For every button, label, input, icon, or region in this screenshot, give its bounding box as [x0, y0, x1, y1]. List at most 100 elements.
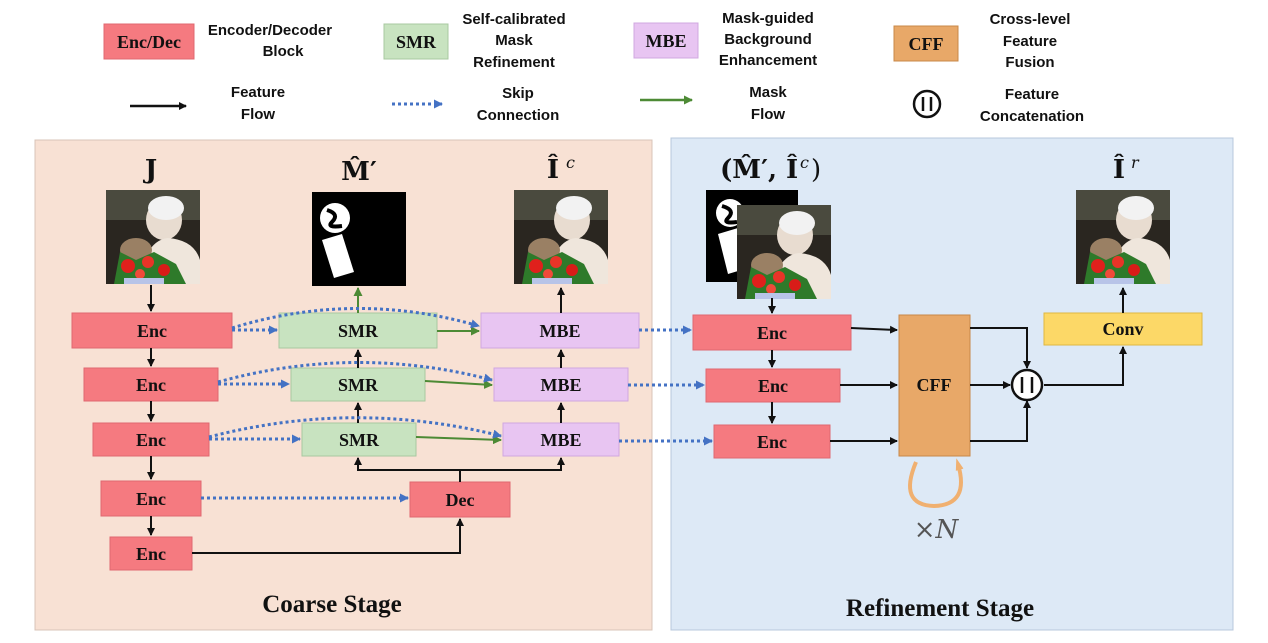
coarse-enc-5: Enc — [109, 536, 193, 571]
refine-enc-3: Enc — [713, 424, 831, 459]
legend-cff-box-label: CFF — [909, 34, 944, 54]
concat-icon — [912, 89, 942, 119]
refinement-stage-title: Refinement Stage — [846, 595, 1034, 622]
legend-cff-line2: Feature — [1003, 33, 1057, 50]
smr-block-3: SMR — [301, 422, 417, 457]
label-pair-close: ) — [811, 155, 821, 185]
legend-smr-swatch — [383, 23, 449, 60]
coarse-enc-2: Enc — [83, 367, 219, 402]
arrow-cff-concat-bottom — [970, 400, 1031, 442]
coarse-stage-title: Coarse Stage — [262, 591, 402, 618]
arrow-enc5-dec — [192, 518, 464, 554]
arrow-smr2-mbe2 — [424, 380, 493, 390]
skip-enc2-mbe2 — [217, 361, 493, 384]
smr-block-1-label: SMR — [338, 321, 379, 341]
smr-block-2-label: SMR — [338, 375, 379, 395]
label-pair: (M̂′, Î — [720, 153, 798, 185]
coarse-output-i-c — [514, 190, 608, 284]
coarse-enc-4: Enc — [100, 480, 202, 517]
coarse-output-stacked — [737, 205, 831, 299]
legend-smr-box-label: SMR — [396, 32, 437, 52]
coarse-enc-1: Enc — [71, 312, 233, 349]
refine-enc-1-label: Enc — [757, 323, 787, 343]
legend-mask-flow: Mask Flow — [640, 84, 787, 123]
legend-cff: CFF Cross-level Feature Fusion — [893, 11, 1071, 71]
smr-block-2: SMR — [290, 367, 426, 402]
legend-mbe-line1: Mask-guided — [722, 10, 814, 27]
legend-concat: Feature Concatenation — [912, 86, 1084, 125]
label-times-n: ×N — [914, 515, 960, 545]
skip-enc3-mbe3 — [208, 416, 502, 439]
legend-mbe-line3: Enhancement — [719, 52, 817, 69]
label-i-c-sup: c — [566, 153, 575, 172]
smr-block-1: SMR — [278, 312, 438, 349]
coarse-enc-3-label: Enc — [136, 430, 166, 450]
conv-block: Conv — [1043, 312, 1203, 346]
refined-output-i-r — [1076, 190, 1170, 284]
coarse-enc-5-label: Enc — [136, 544, 166, 564]
coarse-enc-2-label: Enc — [136, 375, 166, 395]
legend-mbe: MBE Mask-guided Background Enhancement — [633, 10, 817, 69]
legend-smr-line1: Self-calibrated — [462, 11, 565, 28]
legend-enc-dec-line1: Encoder/Decoder — [208, 22, 332, 39]
legend-skip: Skip Connection — [392, 85, 559, 124]
label-i-c: Î — [547, 153, 559, 185]
legend-concat-line2: Concatenation — [980, 108, 1084, 125]
mask-image-m-hat — [312, 192, 406, 286]
skip-enc1-mbe1 — [231, 307, 480, 330]
legend-cff-line1: Cross-level — [990, 11, 1071, 28]
coarse-dec-label: Dec — [446, 490, 475, 510]
label-pair-sup: c — [800, 153, 809, 172]
mbe-block-2: MBE — [493, 367, 629, 402]
mask-flow-arrows — [353, 287, 502, 445]
input-image-j — [106, 190, 200, 284]
arrow-concat-conv — [1044, 346, 1127, 386]
legend-mbe-box-label: MBE — [645, 31, 686, 51]
legend-skip-line2: Connection — [477, 107, 560, 124]
legend-enc-dec-line2: Block — [263, 43, 305, 60]
mbe-block-1: MBE — [480, 312, 640, 349]
coarse-enc-1-label: Enc — [137, 321, 167, 341]
legend-enc-dec: Enc/Dec Encoder/Decoder Block — [103, 22, 332, 60]
legend-cff-line3: Fusion — [1005, 54, 1054, 71]
legend-smr-line3: Refinement — [473, 54, 555, 71]
arrow-dec-smr3 — [354, 457, 461, 482]
legend: Enc/Dec Encoder/Decoder Block SMR Self-c… — [103, 10, 1084, 125]
smr-block-3-label: SMR — [339, 430, 380, 450]
skip-connection-arrows — [201, 307, 713, 503]
loop-arrow — [908, 458, 964, 509]
arrow-renc1-cff — [850, 325, 898, 334]
mbe-block-1-label: MBE — [539, 321, 580, 341]
legend-feature-line2: Flow — [241, 106, 275, 123]
coarse-enc-3: Enc — [92, 422, 210, 457]
refine-enc-2: Enc — [705, 368, 841, 403]
refine-enc-3-label: Enc — [757, 432, 787, 452]
legend-smr-line2: Mask — [495, 32, 533, 49]
label-i-r: Î — [1113, 153, 1125, 185]
cff-block: CFF — [898, 314, 971, 457]
arrow-dec-mbe3 — [460, 457, 565, 471]
coarse-dec: Dec — [409, 481, 511, 518]
legend-concat-line1: Feature — [1005, 86, 1059, 103]
legend-skip-line1: Skip — [502, 85, 534, 102]
cff-block-label: CFF — [917, 375, 952, 395]
mbe-block-3-label: MBE — [540, 430, 581, 450]
label-m-hat: M̂′ — [341, 156, 377, 187]
legend-feature-flow: Feature Flow — [130, 84, 285, 123]
legend-mbe-line2: Background — [724, 31, 812, 48]
legend-smr: SMR Self-calibrated Mask Refinement — [383, 11, 566, 71]
legend-feature-line1: Feature — [231, 84, 285, 101]
legend-mask-line2: Flow — [751, 106, 785, 123]
legend-mbe-swatch — [633, 22, 699, 59]
conv-block-label: Conv — [1102, 319, 1143, 339]
coarse-enc-4-label: Enc — [136, 489, 166, 509]
refine-enc-2-label: Enc — [758, 376, 788, 396]
mbe-block-2-label: MBE — [540, 375, 581, 395]
legend-enc-dec-box-label: Enc/Dec — [117, 32, 181, 52]
arrow-smr3-mbe3 — [415, 435, 502, 445]
legend-cff-swatch — [893, 25, 959, 62]
refine-enc-1: Enc — [692, 314, 852, 351]
label-j: J — [143, 155, 157, 185]
arrow-cff-concat-top — [970, 327, 1031, 369]
